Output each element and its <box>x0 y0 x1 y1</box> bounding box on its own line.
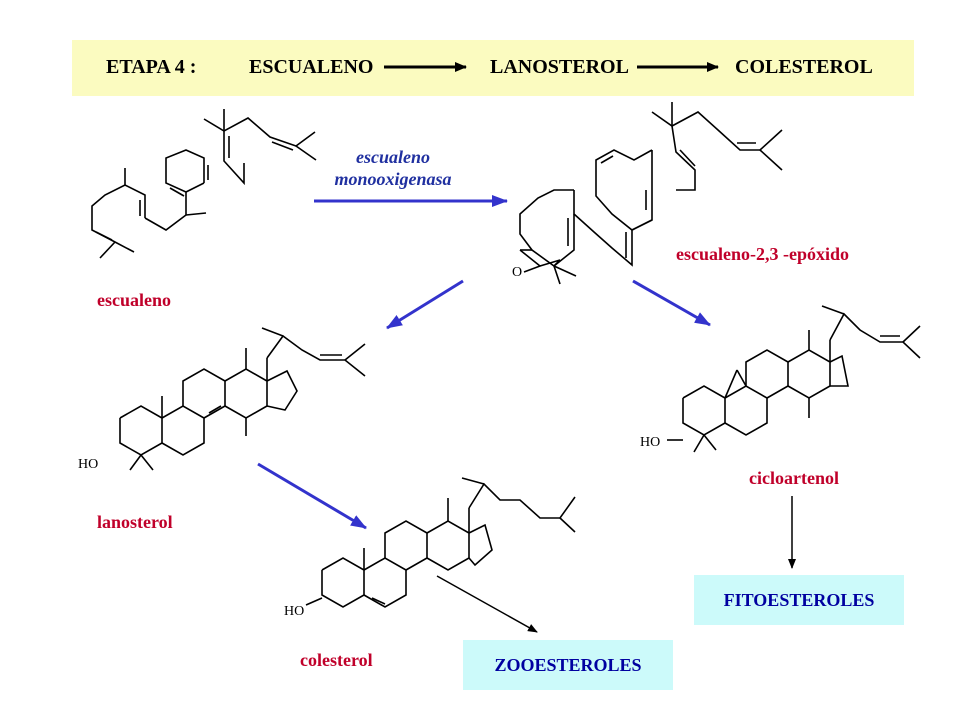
lanosterol-heading: LANOSTEROL <box>490 56 629 78</box>
to-lanosterol-arrow <box>386 279 464 330</box>
cholesterol-label: colesterol <box>300 650 373 670</box>
enzyme-line-1: escualeno <box>356 147 430 167</box>
epoxide-label: escualeno-2,3 -epóxido <box>676 244 849 264</box>
cycloartenol-label: cicloartenol <box>749 468 839 488</box>
zoosterols-box: ZOOESTEROLES <box>463 640 673 690</box>
cholesterol-heading: COLESTEROL <box>735 56 873 78</box>
phytosterols-label: FITOESTEROLES <box>723 589 875 610</box>
lanosterol-label: lanosterol <box>97 512 173 532</box>
to-cycloartenol-arrow <box>632 279 711 327</box>
to-cholesterol-arrow <box>257 462 367 530</box>
lanosterol-structure: HO <box>78 327 366 472</box>
squalene-heading: ESCUALENO <box>249 56 374 78</box>
epoxide-structure: O <box>512 102 783 285</box>
enzyme-line-2: monooxigenasa <box>334 169 452 189</box>
cholesterol-structure: HO <box>284 477 576 619</box>
cycloartenol-hydroxyl: HO <box>640 435 660 450</box>
zoosterols-label: ZOOESTEROLES <box>494 654 642 675</box>
lanosterol-hydroxyl: HO <box>78 457 98 472</box>
stage-label: ETAPA 4 : <box>106 56 197 78</box>
cholesterol-hydroxyl: HO <box>284 604 304 619</box>
title-banner: ETAPA 4 : ESCUALENO LANOSTEROL COLESTERO… <box>72 40 914 96</box>
cycloartenol-structure: HO <box>640 305 921 453</box>
squalene-structure <box>91 109 317 259</box>
epoxide-oxygen: O <box>512 265 522 280</box>
squalene-label: escualeno <box>97 290 171 310</box>
to-zoosterols-arrow <box>436 575 538 633</box>
phytosterols-box: FITOESTEROLES <box>694 575 904 625</box>
enzyme-label: escualeno monooxigenasa <box>318 146 468 190</box>
